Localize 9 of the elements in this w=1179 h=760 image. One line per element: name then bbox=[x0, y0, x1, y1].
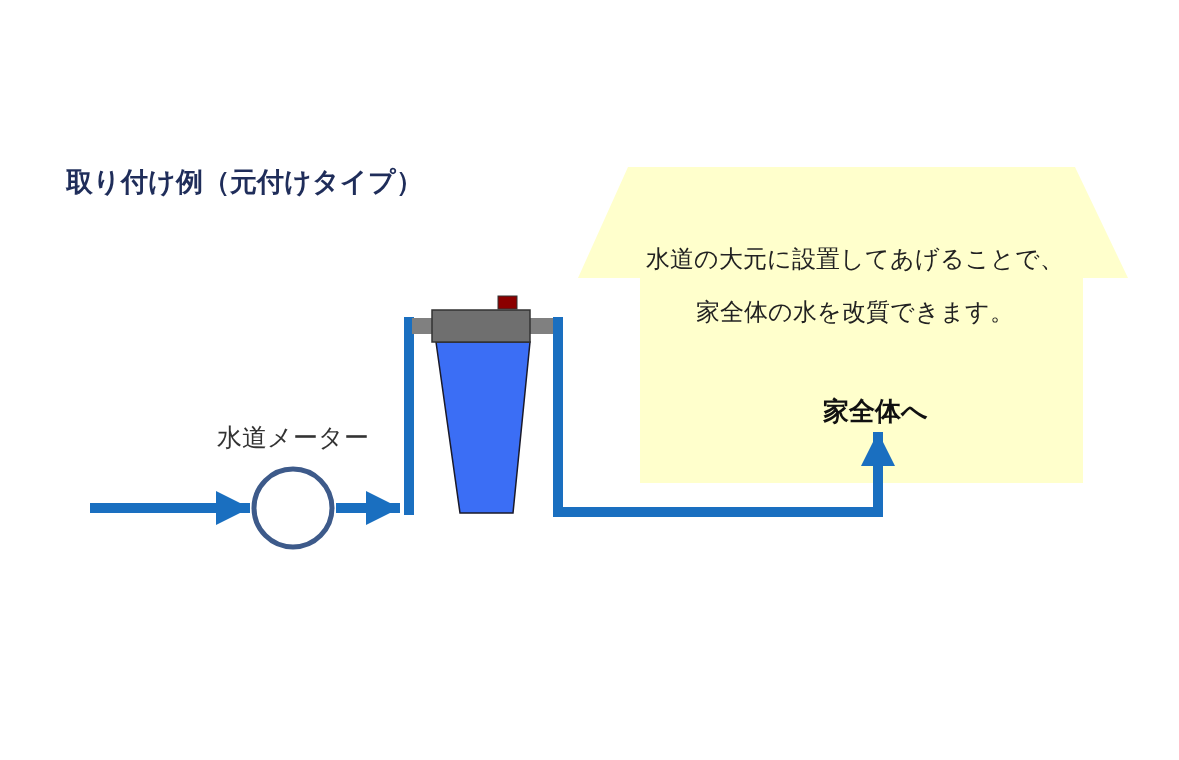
arrow bbox=[336, 491, 400, 525]
meter-circle bbox=[251, 466, 335, 550]
meter-label: 水道メーター bbox=[216, 422, 370, 454]
destination-label: 家全体へ bbox=[795, 391, 955, 431]
description-text: 水道の大元に設置してあげることで、家全体の水を改質できます。 bbox=[645, 244, 1065, 328]
house-shape bbox=[578, 167, 1128, 483]
title: 取り付け例（元付けタイプ） bbox=[66, 165, 423, 199]
arrow bbox=[567, 432, 895, 517]
arrow bbox=[90, 491, 250, 525]
